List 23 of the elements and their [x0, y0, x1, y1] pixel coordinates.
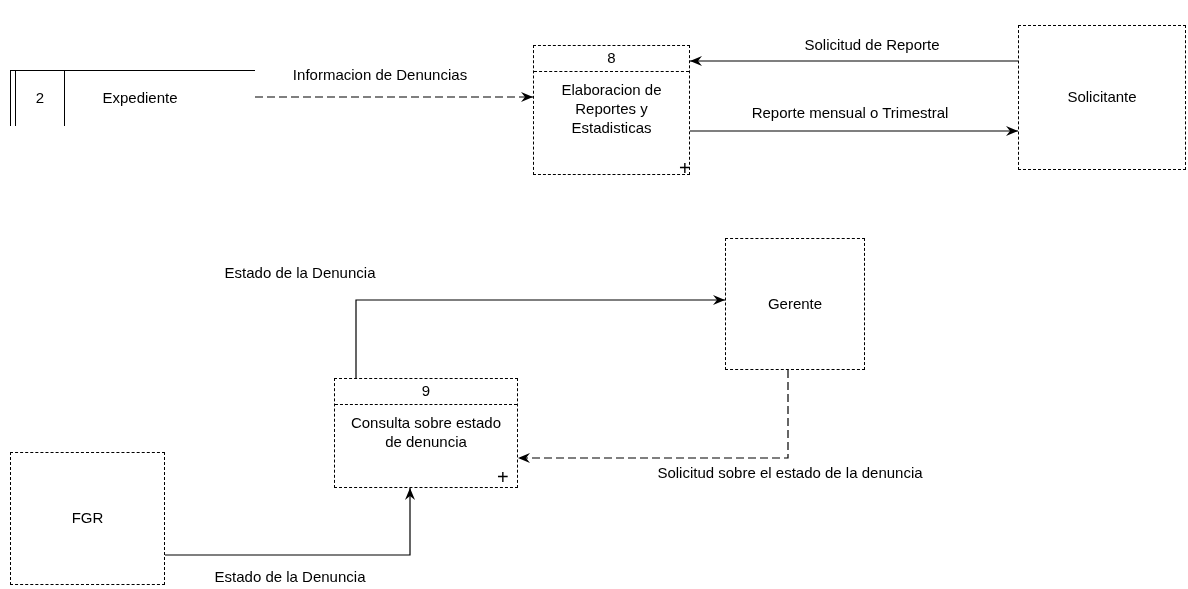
entity-box: [1018, 25, 1186, 170]
arrow: [689, 56, 1019, 66]
arrow: [164, 487, 415, 556]
process-name: Consulta sobre estado de denuncia: [349, 413, 503, 451]
entity-box: [725, 238, 865, 370]
entity-box: [10, 452, 165, 585]
arrow: [254, 92, 534, 102]
arrow: [355, 295, 726, 379]
process-name: Elaboracion de Reportes y Estadisticas: [560, 80, 663, 137]
plus-sign: +: [679, 158, 691, 178]
process-box: [334, 378, 518, 488]
plus-sign: +: [497, 467, 509, 487]
store-name: Expediente: [101, 88, 179, 109]
entity-name: FGR: [71, 508, 104, 529]
arrow: [517, 369, 789, 463]
store-number: 2: [16, 71, 65, 126]
data-store: [10, 70, 255, 126]
entity-name: Solicitante: [1067, 87, 1137, 108]
process-number: 9: [335, 379, 517, 405]
process-number: 8: [534, 46, 689, 72]
entity-name: Gerente: [767, 293, 823, 314]
process-box: [533, 45, 690, 175]
arrow: [689, 126, 1019, 136]
